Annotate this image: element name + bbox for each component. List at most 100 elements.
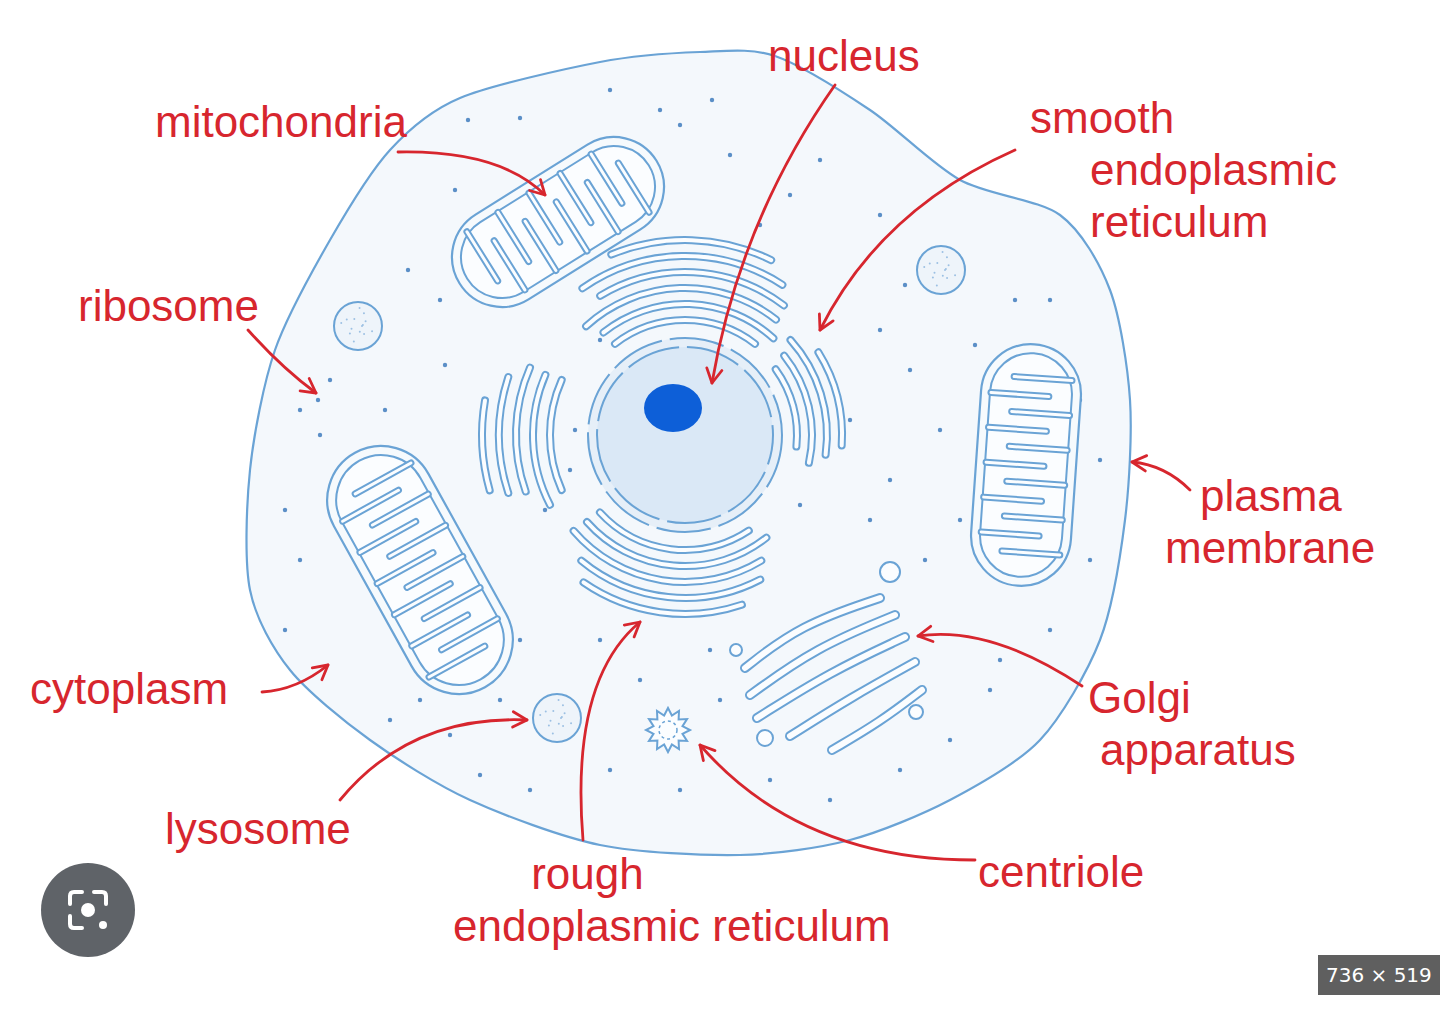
vesicle-membrane	[917, 246, 965, 294]
crista-lumen	[986, 462, 1044, 466]
leader-arrowhead	[1132, 456, 1147, 471]
rough-er-bottom-cisterna	[584, 582, 742, 614]
mitochondrion	[433, 118, 683, 326]
rough-er-top-cisterna-lumen	[604, 304, 774, 338]
crista-lumen	[424, 588, 480, 619]
vesicle-speckle	[539, 714, 541, 716]
golgi-vesicle	[730, 644, 742, 656]
vesicle-speckle	[558, 723, 560, 725]
vesicle-speckle	[351, 328, 353, 330]
ribosome-dot	[678, 123, 682, 127]
lysosome-vesicle	[334, 302, 382, 350]
ribosome-dot	[418, 698, 422, 702]
crista-lumen	[989, 427, 1047, 431]
vesicle-speckle	[942, 251, 944, 253]
golgi-cisterna	[832, 690, 922, 750]
lens-frame	[70, 892, 106, 928]
vesicle-speckle	[371, 330, 373, 332]
ribosome-dot	[573, 428, 577, 432]
crista	[991, 392, 1049, 396]
vesicle-speckle	[353, 318, 355, 320]
mitochondrion	[308, 427, 532, 714]
crista	[372, 494, 428, 525]
ribosome-dot	[598, 338, 602, 342]
ribosome-dot	[1088, 558, 1092, 562]
vesicle-speckle	[562, 704, 564, 706]
organelle-label: Golgi apparatus	[1088, 672, 1300, 776]
lysosome-vesicle	[917, 246, 965, 294]
rough-er-top-cisterna-lumen	[615, 320, 755, 344]
ribosome-dot	[388, 718, 392, 722]
rough-er-left-cisterna-lumen	[482, 400, 490, 490]
rough-er-left-cisterna-lumen	[550, 380, 562, 490]
ribosome-dot	[543, 508, 547, 512]
smooth-er-cisterna	[776, 369, 797, 446]
vesicle-speckle	[340, 322, 342, 324]
ribosome-dot	[443, 363, 447, 367]
crista	[355, 463, 411, 494]
leader-arrowhead	[700, 745, 715, 761]
ribosome-dot	[828, 798, 832, 802]
ribosome-dot	[406, 268, 410, 272]
vesicle-membrane	[533, 694, 581, 742]
crista-lumen	[991, 392, 1049, 396]
rough-er-top	[582, 240, 784, 344]
ribosome-dot	[848, 418, 852, 422]
ribosome-dot	[938, 428, 942, 432]
ribosome-dot	[998, 658, 1002, 662]
rough-er-left	[482, 368, 562, 505]
ribosome-dot	[718, 698, 722, 702]
organelle-label: lysosome	[165, 803, 351, 855]
crista	[618, 163, 649, 212]
ribosome-dot	[818, 158, 822, 162]
ribosome-dot	[878, 213, 882, 217]
smooth-er-cisterna-lumen	[818, 352, 842, 445]
vesicle-speckle	[936, 262, 938, 264]
lens-badge	[41, 863, 135, 957]
rough-er-left-cisterna-lumen	[533, 375, 550, 505]
vesicle-speckle	[946, 277, 948, 279]
vesicle-speckle	[346, 318, 348, 320]
ribosome-dot	[1048, 298, 1052, 302]
crista-lumen	[442, 619, 498, 650]
leader-line	[398, 152, 545, 195]
ribosome-dot	[948, 738, 952, 742]
organelle-label: ribosome	[78, 280, 259, 332]
vesicle-speckle	[552, 732, 554, 734]
rough-er-top-cisterna	[582, 256, 782, 288]
vesicle-speckle	[948, 264, 950, 266]
crista-lumen	[407, 556, 463, 587]
ribosome-dot	[898, 768, 902, 772]
vesicle-speckle	[946, 256, 948, 258]
organelle-label: nucleus	[768, 30, 920, 82]
ribosome-dot	[888, 478, 892, 482]
ribosome-dot	[768, 778, 772, 782]
rough-er-left-cisterna-lumen	[516, 368, 530, 492]
crista-lumen	[1002, 551, 1060, 555]
ribosome-dot	[383, 408, 387, 412]
leader-arrowhead	[513, 712, 527, 727]
vesicle-speckle	[362, 324, 364, 326]
leader-line	[820, 150, 1015, 330]
crista-lumen	[981, 532, 1039, 536]
ribosome-dot	[788, 193, 792, 197]
ribosome-dot	[903, 283, 907, 287]
ribosome-dot	[923, 558, 927, 562]
golgi-cisterna	[790, 662, 915, 736]
golgi-vesicle	[757, 730, 773, 746]
ribosome-dot	[528, 788, 532, 792]
ribosome-dot	[318, 433, 322, 437]
vesicle-speckle	[558, 699, 560, 701]
ribosome-dot	[298, 558, 302, 562]
rough-er-top-cisterna	[586, 288, 776, 326]
ribosome-dot	[958, 518, 962, 522]
vesicle-speckle	[923, 266, 925, 268]
leader-arrowhead	[918, 626, 933, 641]
leader-line	[712, 85, 835, 383]
crista-lumen	[1009, 446, 1067, 450]
rough-er-top-cisterna-lumen	[582, 256, 782, 288]
leader-arrowhead	[819, 314, 833, 330]
lysosome-vesicle	[533, 694, 581, 742]
leader-line	[262, 665, 328, 692]
